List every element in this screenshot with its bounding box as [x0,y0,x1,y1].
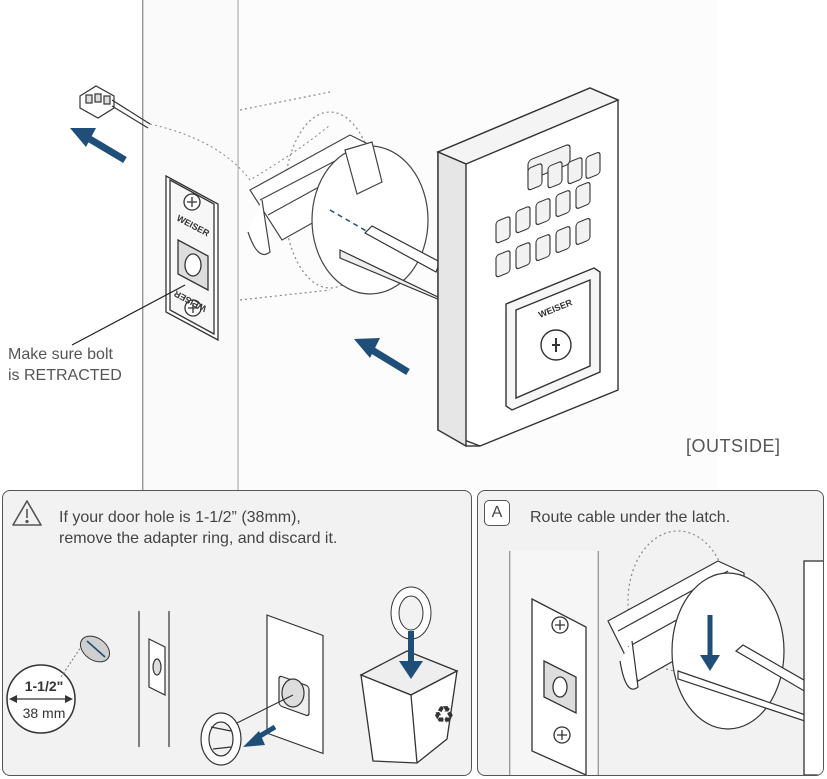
adapter-ring-panel: ♻ If your door hole is 1-1/2” (38mm), re… [2,490,472,776]
cable-connector [79,85,151,129]
route-cable-instruction: Route cable under the latch. [530,509,731,526]
route-faceplate [531,597,587,775]
adapter-ring [200,614,324,766]
arrow-left-up [70,128,127,164]
instruction-line-1: If your door hole is 1-1/2” (38mm), [59,509,301,526]
step-badge: A [484,500,510,526]
route-cable-panel: A Route cable under the latch. [477,490,824,776]
route-latch [607,530,785,730]
adapter-ring-illustration: ♻ [6,500,459,766]
adapter-ring-instruction: If your door hole is 1-1/2” (38mm), remo… [59,507,337,549]
retract-callout: Make sure bolt is RETRACTED [8,344,122,386]
outside-label: [OUTSIDE] [686,436,781,456]
callout-leader [71,284,186,346]
route-cable [677,644,823,728]
diameter-mm: 38 mm [22,705,66,721]
keypad-deadbolt: WEISER [436,87,620,448]
callout-line-1: Make sure bolt [8,346,113,363]
latch-faceplate: WEISER WEISER [165,174,219,342]
instruction-line-2: remove the adapter ring, and discard it. [59,530,338,547]
warning-icon [12,500,42,526]
recycle-icon: ♻ [433,701,455,729]
main-illustration: WEISER WEISER [70,0,620,490]
route-cable-illustration [509,530,823,775]
arrow-insert [354,338,410,375]
diameter-inches: 1-1/2" [24,678,64,694]
callout-line-2: is RETRACTED [8,367,122,384]
